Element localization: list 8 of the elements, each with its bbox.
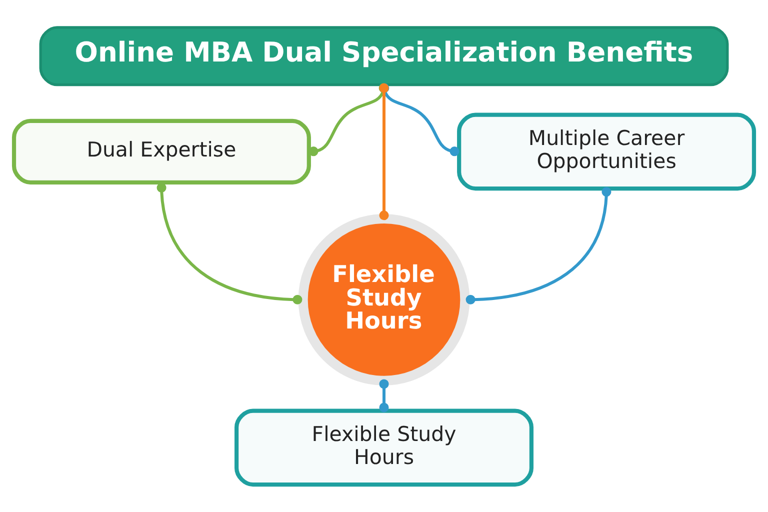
node-circle: Flexible Study Hours bbox=[298, 214, 470, 386]
node-box: Online MBA Dual Specialization Benefits bbox=[39, 26, 729, 86]
connector bbox=[466, 187, 612, 304]
connector bbox=[379, 379, 389, 412]
connector bbox=[156, 182, 302, 304]
node-box: Flexible Study Hours bbox=[234, 408, 534, 487]
node-box: Multiple Career Opportunities bbox=[457, 112, 756, 191]
node-box: Dual Expertise bbox=[12, 118, 311, 184]
